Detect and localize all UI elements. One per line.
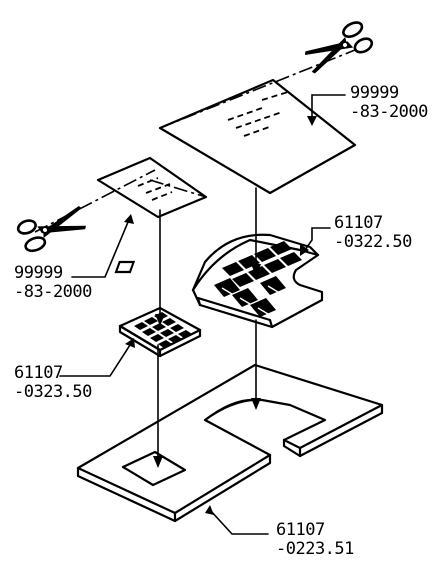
part-number-line2: -0322.50	[334, 232, 412, 252]
part-number-line2: -83-2000	[350, 102, 428, 122]
leader-lines	[59, 94, 346, 535]
part-number-line2: -83-2000	[14, 282, 92, 302]
overlay-sheet-small	[34, 156, 208, 233]
part-label-keypad-small: 61107 -0323.50	[14, 364, 92, 402]
scissors-icon	[304, 21, 374, 74]
part-number-line1: 99999	[350, 83, 399, 103]
part-number-line1: 99999	[14, 263, 63, 283]
part-label-overlay-large: 99999 -83-2000	[350, 84, 428, 122]
part-label-base-plate: 61107 -0223.51	[276, 521, 354, 559]
part-number-line1: 61107	[334, 213, 383, 233]
keypad-large	[114, 233, 324, 329]
part-number-line2: -0223.51	[276, 539, 354, 559]
overlay-sheet-large	[158, 49, 357, 195]
part-number-line1: 61107	[276, 520, 325, 540]
assembly-arrows	[153, 187, 261, 468]
keypad-small	[118, 306, 202, 358]
part-number-line1: 61107	[14, 363, 63, 383]
scissors-icon	[16, 205, 87, 253]
part-number-line2: -0323.50	[14, 382, 92, 402]
base-plate	[76, 363, 384, 523]
part-label-keypad-large: 61107 -0322.50	[334, 214, 412, 252]
part-label-overlay-small: 99999 -83-2000	[14, 264, 92, 302]
